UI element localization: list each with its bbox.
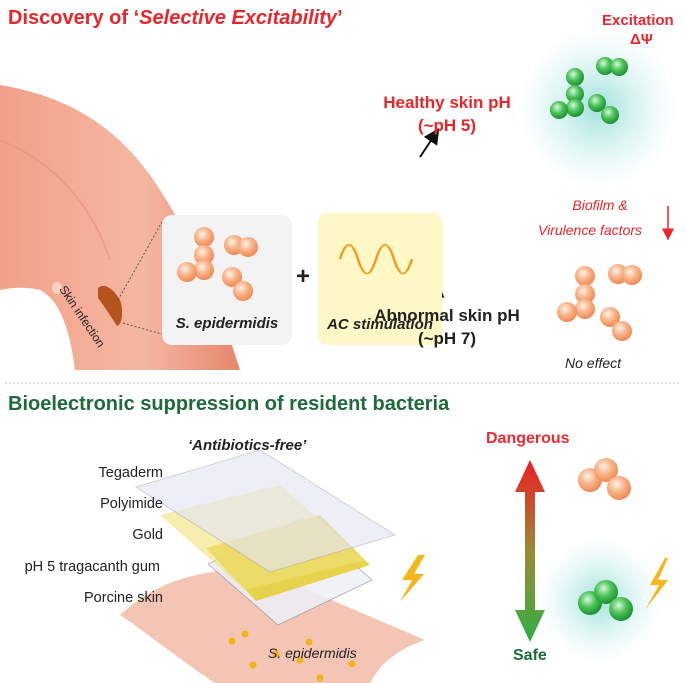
no-effect-label: No effect xyxy=(565,355,622,371)
lightning-icon-safe xyxy=(645,558,668,610)
antibiotics-free-label: ‘Antibiotics-free’ xyxy=(188,437,307,454)
delta-psi-label: ΔΨ xyxy=(630,31,653,48)
abnormal-ph-value: (~pH 7) xyxy=(417,329,477,348)
bacteria-label-bottom: S. epidermidis xyxy=(268,645,357,661)
orange-bacteria-cluster-dangerous xyxy=(578,458,631,500)
layer-label-porcine-skin: Porcine skin xyxy=(84,590,163,606)
arrow-up xyxy=(419,128,440,158)
section-title-bottom: Bioelectronic suppression of resident ba… xyxy=(8,393,450,415)
virulence-label-text: Virulence factors xyxy=(538,222,643,238)
orange-bacteria-cluster xyxy=(177,227,258,301)
lightning-icon xyxy=(400,555,425,602)
bacteria-dots xyxy=(228,630,356,682)
tegaderm-layer xyxy=(135,449,396,573)
biofilm-label: Biofilm & xyxy=(572,197,628,213)
layer-label-polyimide: Polyimide xyxy=(100,496,163,512)
layer-label-tragacanth: pH 5 tragacanth gum xyxy=(24,559,160,575)
ac-label: AC stimulation xyxy=(327,316,433,333)
safe-label: Safe xyxy=(513,647,547,664)
section-title-top: Discovery of ‘Selective Excitability’ xyxy=(8,7,343,29)
healthy-ph-label: Healthy skin pH xyxy=(383,93,511,112)
dangerous-label: Dangerous xyxy=(486,430,570,447)
green-bacteria-cluster-top xyxy=(550,57,628,124)
layer-label-gold: Gold xyxy=(132,527,163,543)
abnormal-ph-label: Abnormal skin pH xyxy=(374,306,520,325)
orange-bacteria-cluster-no-effect xyxy=(557,264,642,341)
excitation-label: Excitation xyxy=(602,12,674,29)
layer-label-tegaderm: Tegaderm xyxy=(98,465,163,481)
danger-safe-arrow xyxy=(515,460,545,642)
healthy-ph-value: (~pH 5) xyxy=(417,116,477,135)
green-bacteria-cluster-safe xyxy=(578,580,633,621)
plus-sign: + xyxy=(296,263,311,290)
ac-wave-icon xyxy=(338,244,414,275)
bacteria-box: S. epidermidis xyxy=(162,215,292,345)
porcine-skin xyxy=(120,565,425,683)
skin-infection-lesion xyxy=(98,285,123,326)
ac-stimulation-box: AC stimulation xyxy=(318,213,442,345)
bacteria-label: S. epidermidis xyxy=(175,315,279,332)
